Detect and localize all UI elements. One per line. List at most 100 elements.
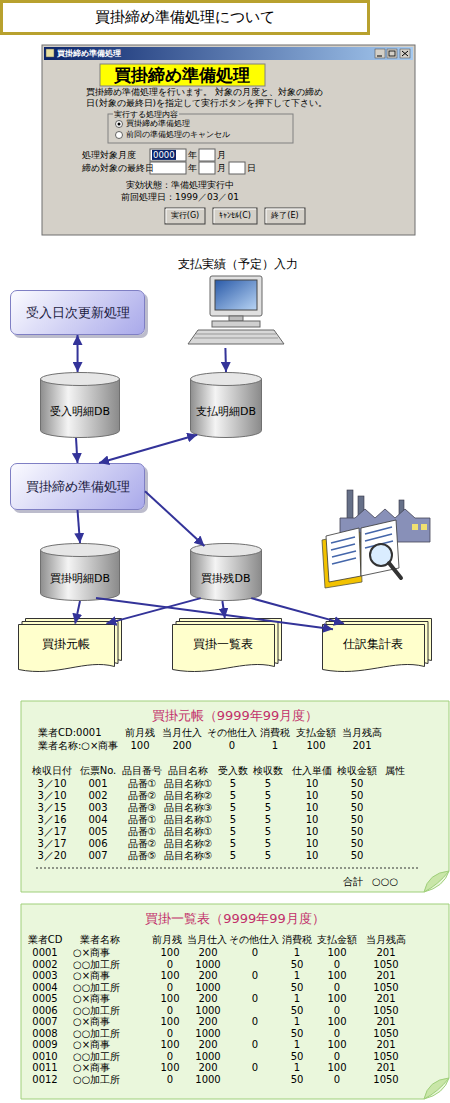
table-cell: ○×商事 [73,1016,110,1028]
table-cell: その他仕入 [229,934,279,946]
table-cell: 0 [252,1016,258,1028]
flow-arrow [251,598,344,624]
cylinder-top [41,373,120,386]
button-label: ｷｬﾝｾﾙ(C) [219,211,251,221]
table-cell: 200 [198,993,217,1005]
maximize-button [387,49,397,58]
table-cell: 0 [334,1028,340,1040]
table-cell: 0 [229,740,235,752]
table-cell: 100 [160,947,179,959]
flow-arrow [78,510,81,543]
table-cell: 200 [198,947,217,959]
keyboard-keys [194,334,278,338]
table-cell: 消費税 [282,934,312,946]
node-label: 買掛元帳（9999年99月度） [152,708,319,724]
push-button [265,208,305,224]
cylinder-top [191,373,262,386]
table-cell: 1050 [373,1051,398,1063]
book-page [326,528,361,582]
table-cell: 品目名称① [164,826,213,838]
table-cell: 0 [167,959,173,971]
page-title: 買掛締め準備処理について [0,0,370,35]
table-cell: 5 [230,850,236,862]
table-cell: 3／17 [37,838,66,850]
table-cell: 10 [306,790,319,802]
table-cell: 0 [334,1074,340,1086]
table-cell: 0003 [32,970,57,982]
table-cell: 50 [351,778,364,790]
button-highlight [166,209,304,223]
table-cell: 10 [306,850,319,862]
field-label: 締め対象の最終日 [82,163,154,173]
document-sheet [173,625,275,672]
table-cell: 伝票No. [80,765,117,777]
table-cell: 当月残高 [342,727,382,739]
database-cylinder-outline [40,372,120,438]
table-cell: 0 [252,993,258,1005]
table-cell: 5 [230,838,236,850]
table-cell: 10 [306,778,319,790]
database-cylinder: 買掛残DB [190,543,262,601]
flow-arrow [145,491,204,546]
database-cylinder: 買掛明細DB [40,543,120,601]
field-label: 処理対象月度 [82,150,136,160]
table-cell: 業者CD:0001 [38,727,102,739]
table-cell: 50 [291,1028,304,1040]
table-cell: 品目名称⑤ [164,850,213,862]
table-cell: 5 [265,838,271,850]
table-cell: 業者名称 [80,934,120,946]
table-cell: 0 [334,1051,340,1063]
field-unit: 月 [217,163,226,173]
window-icon [46,49,54,57]
window-frame [42,45,415,235]
table-cell: 50 [351,838,364,850]
table-cell: 50 [351,802,364,814]
group-caption: 実行する処理内容 [113,110,179,119]
flow-arrow [77,335,79,372]
table-cell: 業者CD [28,934,63,946]
table-cell: 1 [294,1062,300,1074]
node-body: 支払実績（予定）入力 [168,256,308,274]
table-cell: 0006 [32,1005,57,1017]
database-cylinder-outline [40,543,120,601]
table-cell: 100 [160,1016,179,1028]
table-cell: 品番② [128,838,157,850]
table-cell: 品目番号 [122,765,162,777]
database-cylinder: 支払明細DB [190,372,262,438]
table-cell: 仕入単価 [292,765,332,777]
table-cell: 前月残 [125,727,155,739]
button-label: 実行(G) [171,211,199,221]
table-cell: 0001 [32,947,57,959]
table-cell: 0 [252,947,258,959]
table-cell: 100 [327,993,346,1005]
table-cell: 10 [306,814,319,826]
table-cell: 201 [376,970,395,982]
table-cell: 5 [265,850,271,862]
table-cell: 品目名称① [164,778,213,790]
node-label: 受入日次更新処理 [26,305,130,320]
database-cylinder-outline [190,372,262,438]
cylinder-body [191,550,262,601]
table-cell: 1 [294,970,300,982]
table-cell: 支払金額 [296,727,336,739]
table-cell: ○×商事 [73,1062,110,1074]
table-cell: 007 [88,850,107,862]
table-cell: 1050 [373,1074,398,1086]
node-body: 買掛明細DB [40,557,120,601]
cylinder-top [41,544,120,557]
table-cell: その他仕入 [207,727,257,739]
table-cell: 004 [88,814,107,826]
node-label: 買掛残DB [201,572,250,585]
table-cell: 品番① [128,826,157,838]
table-cell: 100 [327,1016,346,1028]
table-cell: 10 [306,838,319,850]
table-cell: 200 [198,970,217,982]
flow-arrow [76,438,78,463]
table-cell: 0007 [32,1016,57,1028]
cylinder-body [191,379,262,438]
window-title-bar [44,47,413,60]
monitor-frame [210,276,262,316]
table-cell: 5 [265,826,271,838]
factory-illustration [322,490,430,588]
table-cell: 201 [376,1062,395,1074]
